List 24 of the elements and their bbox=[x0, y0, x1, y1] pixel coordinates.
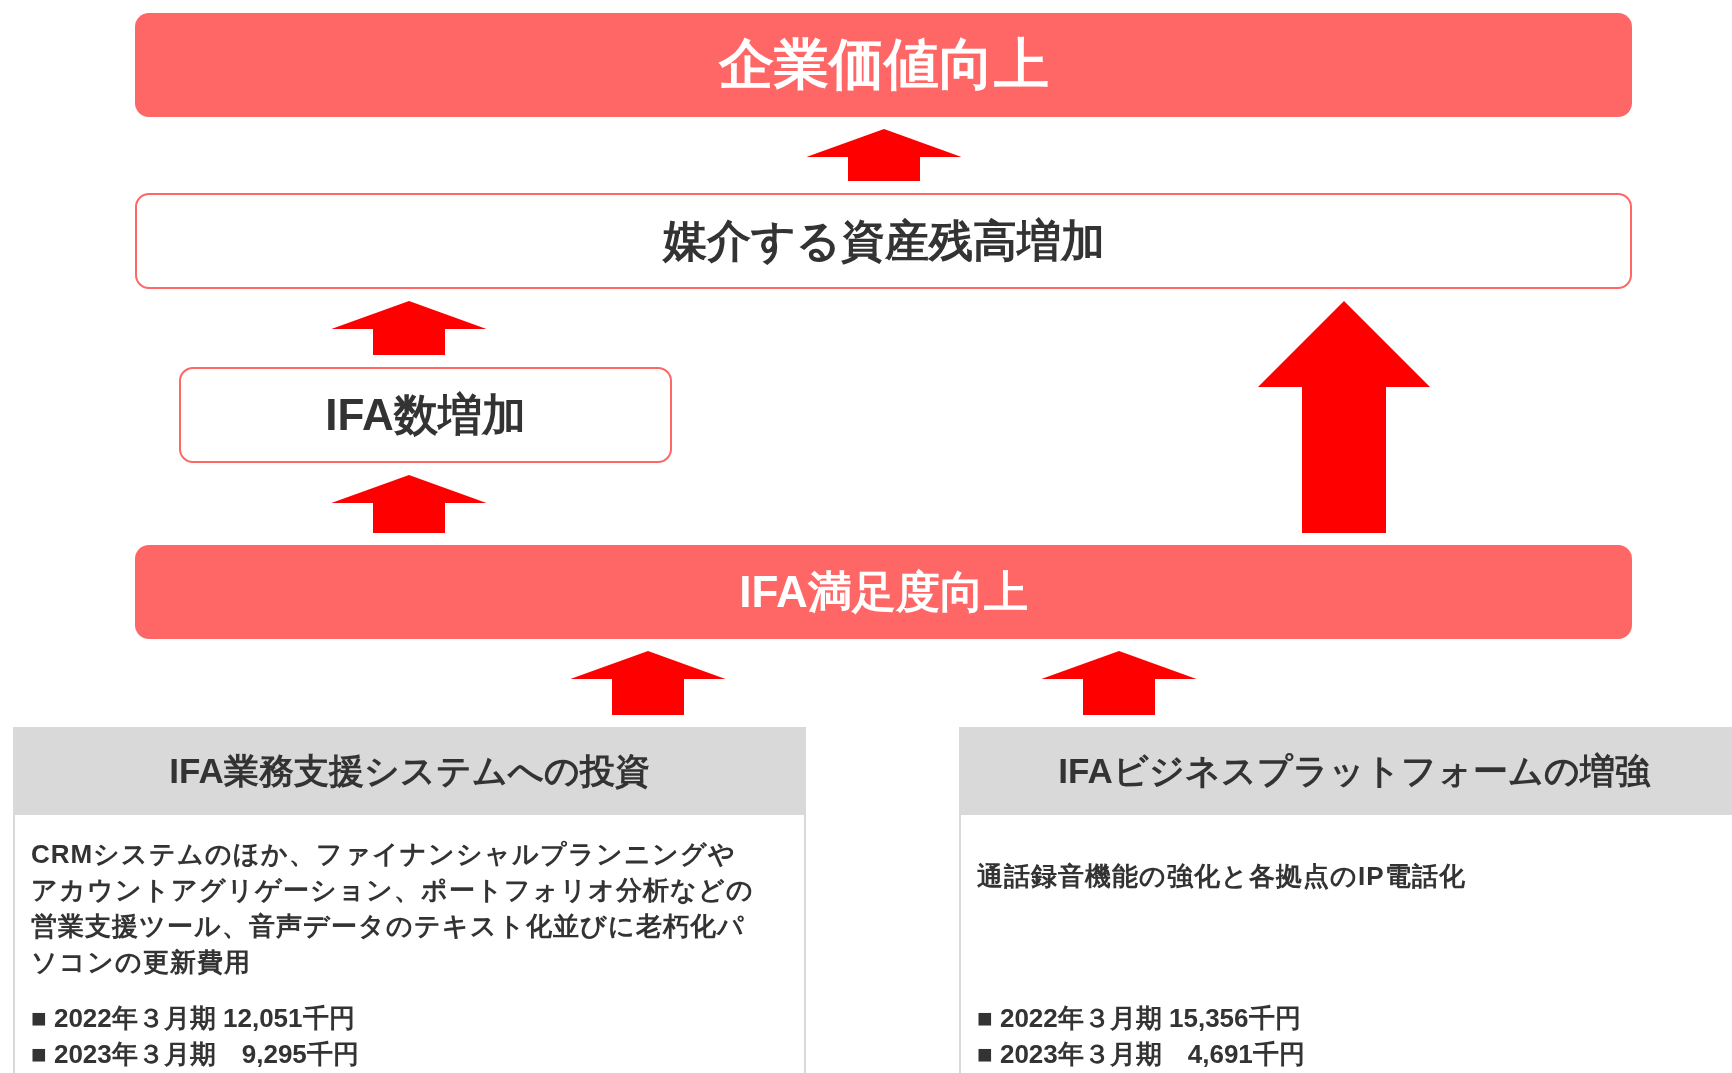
description-text: CRMシステムのほか、ファイナンシャルプランニングやアカウントアグリゲーション、ポートフォリオ分析などの営業支援ツール、音声データのテキスト化並びに老朽化パソコンの更新費用 bbox=[31, 838, 755, 979]
goal-box bbox=[135, 545, 1632, 639]
goal-box bbox=[135, 13, 1632, 117]
panel-header: IFAビジネスプラットフォームの増強 bbox=[961, 727, 1732, 815]
block-arrow bbox=[1041, 651, 1197, 715]
cost-text: ■ 2023年３月期 4,691千円 bbox=[977, 1038, 1305, 1071]
cost-text: ■ 2022年３月期 12,051千円 bbox=[31, 1002, 355, 1035]
box-label: 媒介する資産残高増加 bbox=[662, 214, 1105, 267]
block-arrow bbox=[331, 475, 487, 533]
process-box bbox=[179, 367, 672, 463]
process-box bbox=[135, 193, 1632, 289]
box-label: IFA満足度向上 bbox=[739, 565, 1028, 618]
block-arrow bbox=[570, 651, 726, 715]
panel-header: IFA業務支援システムへの投資 bbox=[15, 727, 804, 815]
block-arrow bbox=[806, 129, 962, 181]
box-label: 企業価値向上 bbox=[718, 32, 1049, 97]
block-arrow bbox=[1258, 301, 1430, 533]
box-label: IFA数増加 bbox=[325, 388, 526, 441]
info-panel bbox=[13, 727, 806, 1073]
description-text: 通話録音機能の強化と各拠点のIP電話化 bbox=[977, 860, 1467, 893]
cost-text: ■ 2023年３月期 9,295千円 bbox=[31, 1038, 359, 1071]
info-panel bbox=[959, 727, 1732, 1073]
block-arrow bbox=[331, 301, 487, 355]
cost-text: ■ 2022年３月期 15,356千円 bbox=[977, 1002, 1301, 1035]
